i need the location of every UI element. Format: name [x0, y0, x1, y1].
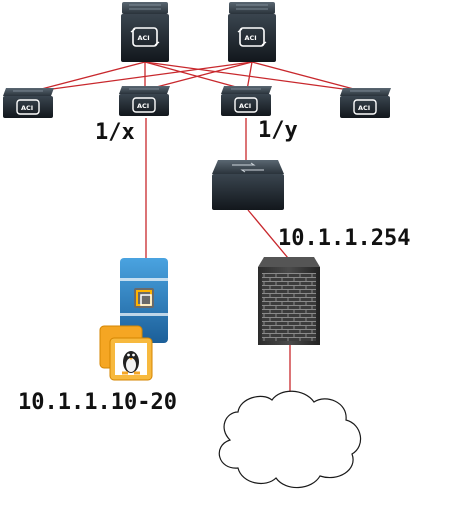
- aci-badge: ACI: [137, 102, 149, 110]
- aci-leaf-switch-icon: ACI: [353, 99, 377, 115]
- aci-badge: ACI: [21, 104, 33, 112]
- vmware-server-icon: [120, 258, 168, 343]
- aci-spine-switch-icon: ACI: [130, 27, 160, 47]
- firewall-icon: [258, 257, 320, 345]
- link-spine1-leaf4: [144, 61, 366, 93]
- aci-leaf-switch-icon: ACI: [234, 97, 258, 113]
- link-spine1-leaf1: [29, 61, 146, 93]
- leaf-switch-2: ACI: [119, 86, 170, 116]
- fabric-links: [29, 61, 366, 392]
- link-switch-firewall: [247, 209, 289, 259]
- spine-switch-1: ACI: [121, 2, 169, 62]
- l2-switch-icon: [232, 162, 264, 173]
- vmware-server: [120, 258, 168, 343]
- link-spine2-leaf2: [144, 61, 253, 91]
- aci-leaf-switch-icon: ACI: [16, 99, 40, 115]
- port-label-left: 1/x: [95, 120, 135, 145]
- host-ip-range-label: 10.1.1.10-20: [18, 390, 177, 415]
- aci-badge: ACI: [239, 102, 251, 110]
- leaf-switch-3: ACI: [221, 86, 272, 116]
- aci-badge: ACI: [245, 34, 257, 42]
- port-label-right: 1/y: [258, 118, 298, 143]
- link-spine2-leaf3: [246, 61, 253, 91]
- aci-spine-switch-icon: ACI: [237, 27, 267, 47]
- leaf-switch-1: ACI: [3, 88, 54, 118]
- linux-vm-icon: [99, 325, 153, 381]
- link-spine2-leaf4: [251, 61, 366, 93]
- aci-badge: ACI: [138, 34, 150, 42]
- link-spine2-leaf1: [29, 61, 253, 93]
- cloud-icon: [218, 390, 362, 489]
- external-switch: [212, 160, 284, 210]
- aci-badge: ACI: [358, 104, 370, 112]
- spine-switch-2: ACI: [228, 2, 276, 62]
- firewall: [258, 257, 320, 345]
- firewall-ip-label: 10.1.1.254: [278, 226, 411, 251]
- aci-leaf-switch-icon: ACI: [132, 97, 156, 113]
- leaf-switch-4: ACI: [340, 88, 391, 118]
- linux-vm: [99, 325, 153, 381]
